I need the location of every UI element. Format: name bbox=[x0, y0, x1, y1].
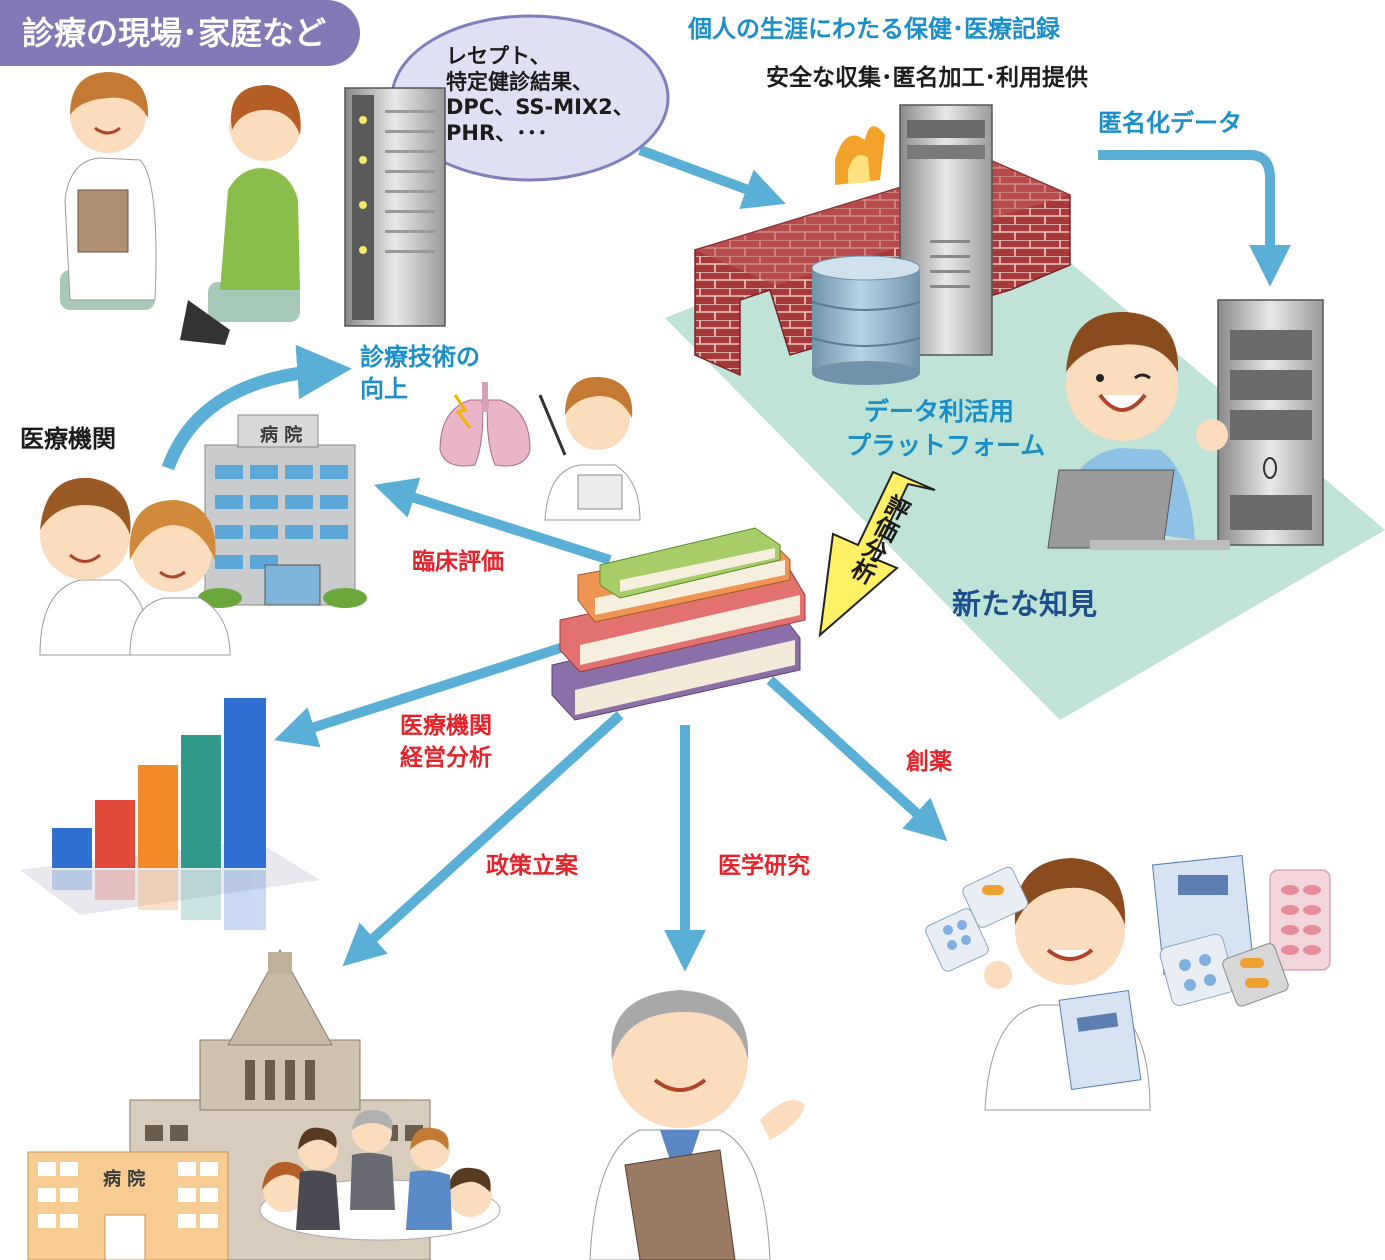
top-title: 個人の生涯にわたる保健･医療記録 bbox=[688, 15, 1060, 43]
drug-discovery-label: 創薬 bbox=[906, 749, 952, 775]
anonymized-data-label: 匿名化データ bbox=[1098, 109, 1242, 137]
doctor-icon bbox=[39, 477, 231, 656]
platform-label-line2: プラットフォーム bbox=[846, 431, 1046, 460]
title-pill: 診療の現場･家庭など bbox=[0, 0, 360, 66]
evaluation-arrow bbox=[818, 470, 936, 638]
bar-chart-icon bbox=[20, 698, 320, 930]
clinical-evaluation-label: 臨床評価 bbox=[412, 549, 504, 575]
pharmacist-icon bbox=[984, 858, 1151, 1111]
arrow-improve bbox=[161, 344, 352, 471]
institution-label: 医療機関 bbox=[20, 425, 116, 453]
hospital-sign: 病 院 bbox=[260, 425, 303, 446]
bubble-line: 特定健診結果、 bbox=[446, 69, 593, 94]
arrow-clinical bbox=[373, 477, 612, 565]
arrow-management bbox=[274, 640, 572, 748]
arrow-to-platform bbox=[638, 145, 786, 209]
improve-label-line2: 向上 bbox=[360, 375, 408, 403]
improve-label-line1: 診療技術の bbox=[360, 343, 480, 371]
server-icon bbox=[344, 87, 446, 327]
arrow-anonymized bbox=[1098, 150, 1291, 287]
management-label-line2: 経営分析 bbox=[400, 745, 492, 771]
new-knowledge-label: 新たな知見 bbox=[952, 587, 1098, 621]
pc-tower-icon bbox=[1217, 299, 1324, 546]
doctor-icon bbox=[60, 72, 157, 310]
hospital-icon bbox=[198, 414, 367, 608]
arrow-policy bbox=[342, 711, 624, 967]
doctor-icon bbox=[538, 376, 641, 521]
medical-research-label: 医学研究 bbox=[718, 853, 810, 879]
pills-icon bbox=[925, 855, 1331, 1007]
hospital-sign-bottom: 病 院 bbox=[103, 1169, 146, 1190]
professor-icon bbox=[589, 990, 805, 1260]
database-icon bbox=[811, 255, 921, 385]
policy-label: 政策立案 bbox=[486, 853, 578, 879]
meeting-icon bbox=[259, 1109, 501, 1241]
books-icon bbox=[551, 527, 806, 721]
bubble-line: DPC、SS-MIX2、 bbox=[446, 95, 634, 120]
bubble-line: レセプト、 bbox=[446, 44, 551, 68]
arrow-drug bbox=[766, 676, 948, 842]
data-sources-text: レセプト、 特定健診結果、 DPC、SS-MIX2、 PHR、･･･ bbox=[446, 44, 634, 146]
bubble-line: PHR、･･･ bbox=[446, 120, 548, 145]
lungs-icon bbox=[439, 382, 531, 467]
management-label-line1: 医療機関 bbox=[400, 713, 492, 739]
platform-label-line1: データ利活用 bbox=[864, 397, 1015, 426]
subtitle: 安全な収集･匿名加工･利用提供 bbox=[766, 65, 1088, 91]
engineer-icon bbox=[1047, 311, 1230, 550]
hospital-icon bbox=[27, 1151, 229, 1260]
patient-icon bbox=[180, 85, 301, 345]
